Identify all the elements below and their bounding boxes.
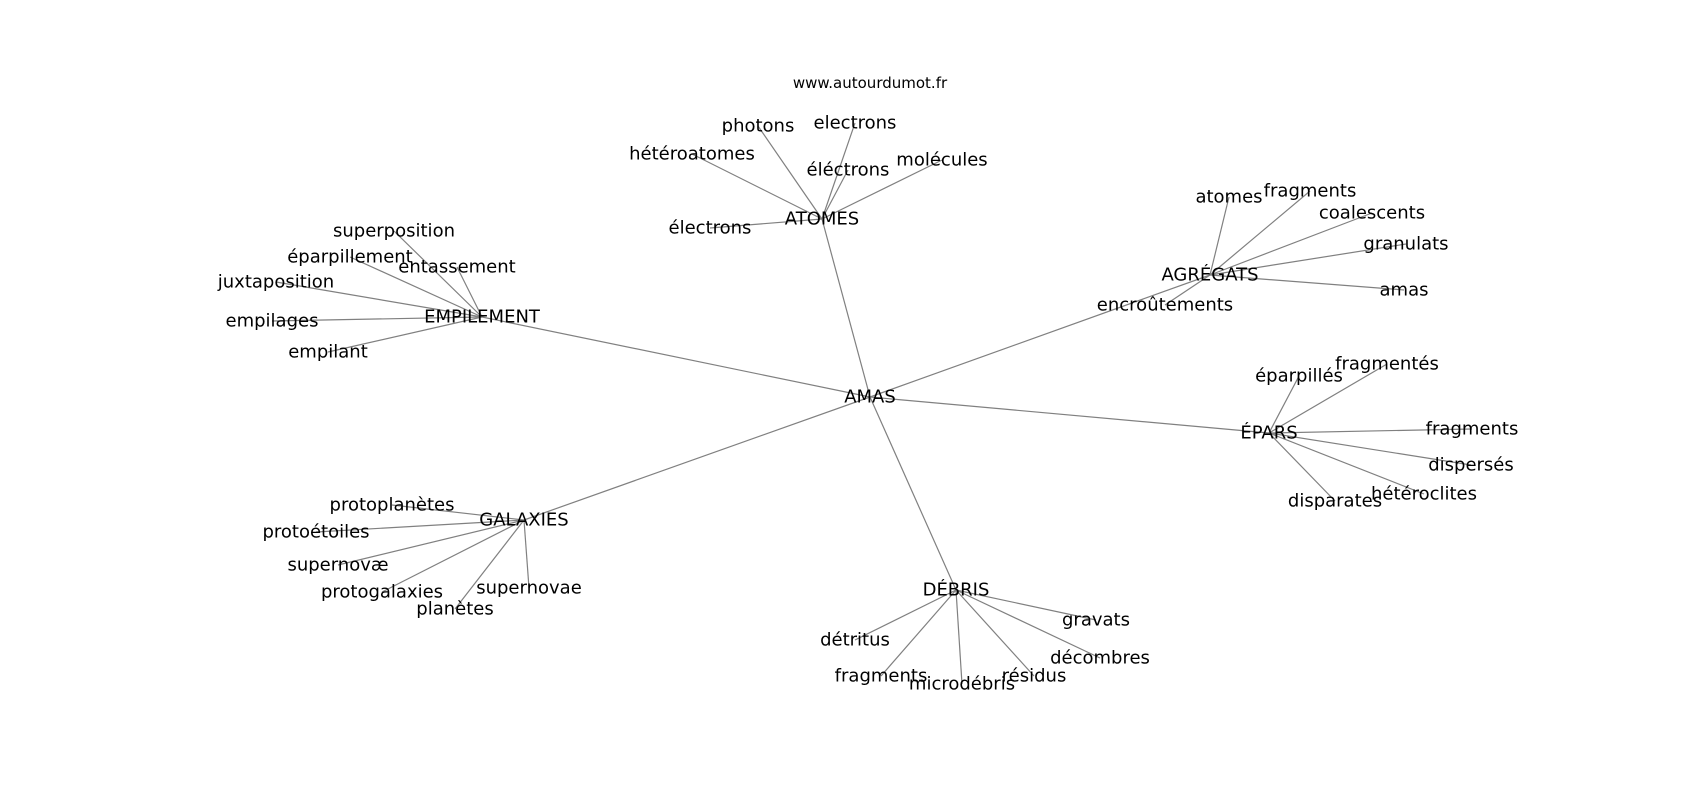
word-node: superposition: [333, 221, 455, 242]
word-node: entassement: [398, 257, 515, 278]
center-node: AMAS: [844, 387, 896, 408]
edge-5-0: [854, 589, 957, 641]
graph-edges: [271, 122, 1473, 685]
edge-4-1: [315, 519, 525, 533]
edge-0-1: [691, 153, 823, 220]
word-node: disparates: [1288, 491, 1382, 512]
word-node: hétéroatomes: [629, 144, 755, 165]
word-node: fragments: [1426, 419, 1519, 440]
edge-3-0: [1268, 375, 1300, 434]
edge-4-0: [391, 504, 525, 521]
edge-4-3: [381, 519, 525, 593]
edge-1-4: [1209, 274, 1405, 291]
edge-1-0: [1209, 196, 1230, 276]
word-node: planètes: [416, 599, 493, 620]
edge-2-4: [271, 316, 483, 322]
edge-3-5: [1268, 432, 1336, 502]
word-node: gravats: [1062, 610, 1130, 631]
word-node: dispersés: [1428, 455, 1514, 476]
edge-1-2: [1209, 212, 1373, 276]
hub-node: ATOMES: [785, 209, 859, 230]
edge-2-2: [456, 266, 483, 318]
edge-2-1: [349, 256, 483, 318]
edge-center-4: [523, 396, 871, 521]
word-node: éléctrons: [807, 160, 890, 181]
word-node: protoplanètes: [330, 495, 455, 516]
edge-2-0: [393, 230, 483, 318]
word-node: supernovae: [476, 578, 582, 599]
word-node: electrons: [814, 113, 897, 134]
word-node: molécules: [896, 150, 987, 171]
word-node: empilant: [288, 342, 368, 363]
hub-node: EMPILEMENT: [424, 307, 541, 328]
hub-node: AGRÉGATS: [1161, 264, 1258, 286]
word-node: microdébris: [909, 674, 1015, 695]
edge-0-3: [821, 122, 856, 220]
edge-2-3: [275, 281, 483, 318]
edge-4-4: [454, 519, 525, 610]
edge-center-3: [869, 396, 1270, 434]
source-label: www.autourdumot.fr: [793, 74, 948, 92]
edge-0-5: [821, 159, 943, 220]
edge-5-4: [955, 589, 1101, 659]
word-node: photons: [722, 116, 795, 137]
word-node: protogalaxies: [321, 582, 443, 603]
word-node: résidus: [1002, 666, 1067, 687]
edge-4-2: [337, 519, 525, 566]
edge-center-5: [869, 396, 957, 591]
word-node: fragmentés: [1335, 354, 1439, 375]
word-node: encroûtements: [1097, 295, 1233, 316]
edge-5-3: [955, 589, 1035, 677]
word-node: éparpillement: [287, 247, 413, 268]
edge-1-3: [1209, 243, 1407, 276]
word-node: électrons: [669, 218, 752, 239]
edge-3-1: [1268, 363, 1388, 434]
word-node: décombres: [1050, 648, 1150, 669]
hub-node: DÉBRIS: [923, 579, 990, 601]
edge-0-0: [709, 218, 823, 229]
word-node: empilages: [226, 311, 319, 332]
edge-5-2: [955, 589, 963, 685]
word-node: détritus: [820, 630, 890, 651]
edge-5-1: [880, 589, 957, 677]
edge-center-1: [869, 274, 1211, 398]
edge-0-4: [821, 169, 849, 220]
word-node: granulats: [1363, 234, 1448, 255]
word-node: supernovæ: [287, 555, 388, 576]
graph-labels: AMAS ATOMES électrons hétéroatomes photons el…: [217, 113, 1519, 695]
word-node: atomes: [1195, 187, 1262, 208]
hub-node: ÉPARS: [1240, 422, 1297, 444]
edge-0-2: [757, 125, 823, 220]
word-node: hétéroclites: [1371, 484, 1477, 505]
edge-1-5: [1164, 274, 1211, 306]
edge-center-0: [821, 218, 871, 398]
edge-center-2: [481, 316, 871, 398]
edge-3-2: [1268, 428, 1473, 434]
word-node: protoétoiles: [262, 522, 369, 543]
word-node: éparpillés: [1255, 366, 1343, 387]
edge-3-4: [1268, 432, 1425, 495]
edge-1-1: [1209, 190, 1311, 276]
word-node: amas: [1380, 280, 1429, 301]
word-node: juxtaposition: [217, 272, 334, 293]
word-node: fragments: [835, 666, 928, 687]
word-node: coalescents: [1319, 203, 1425, 224]
edge-3-3: [1268, 432, 1472, 466]
edge-2-5: [327, 316, 483, 353]
word-node: fragments: [1264, 181, 1357, 202]
edge-4-5: [523, 519, 530, 589]
hub-node: GALAXIES: [479, 510, 568, 531]
edge-5-5: [955, 589, 1097, 621]
